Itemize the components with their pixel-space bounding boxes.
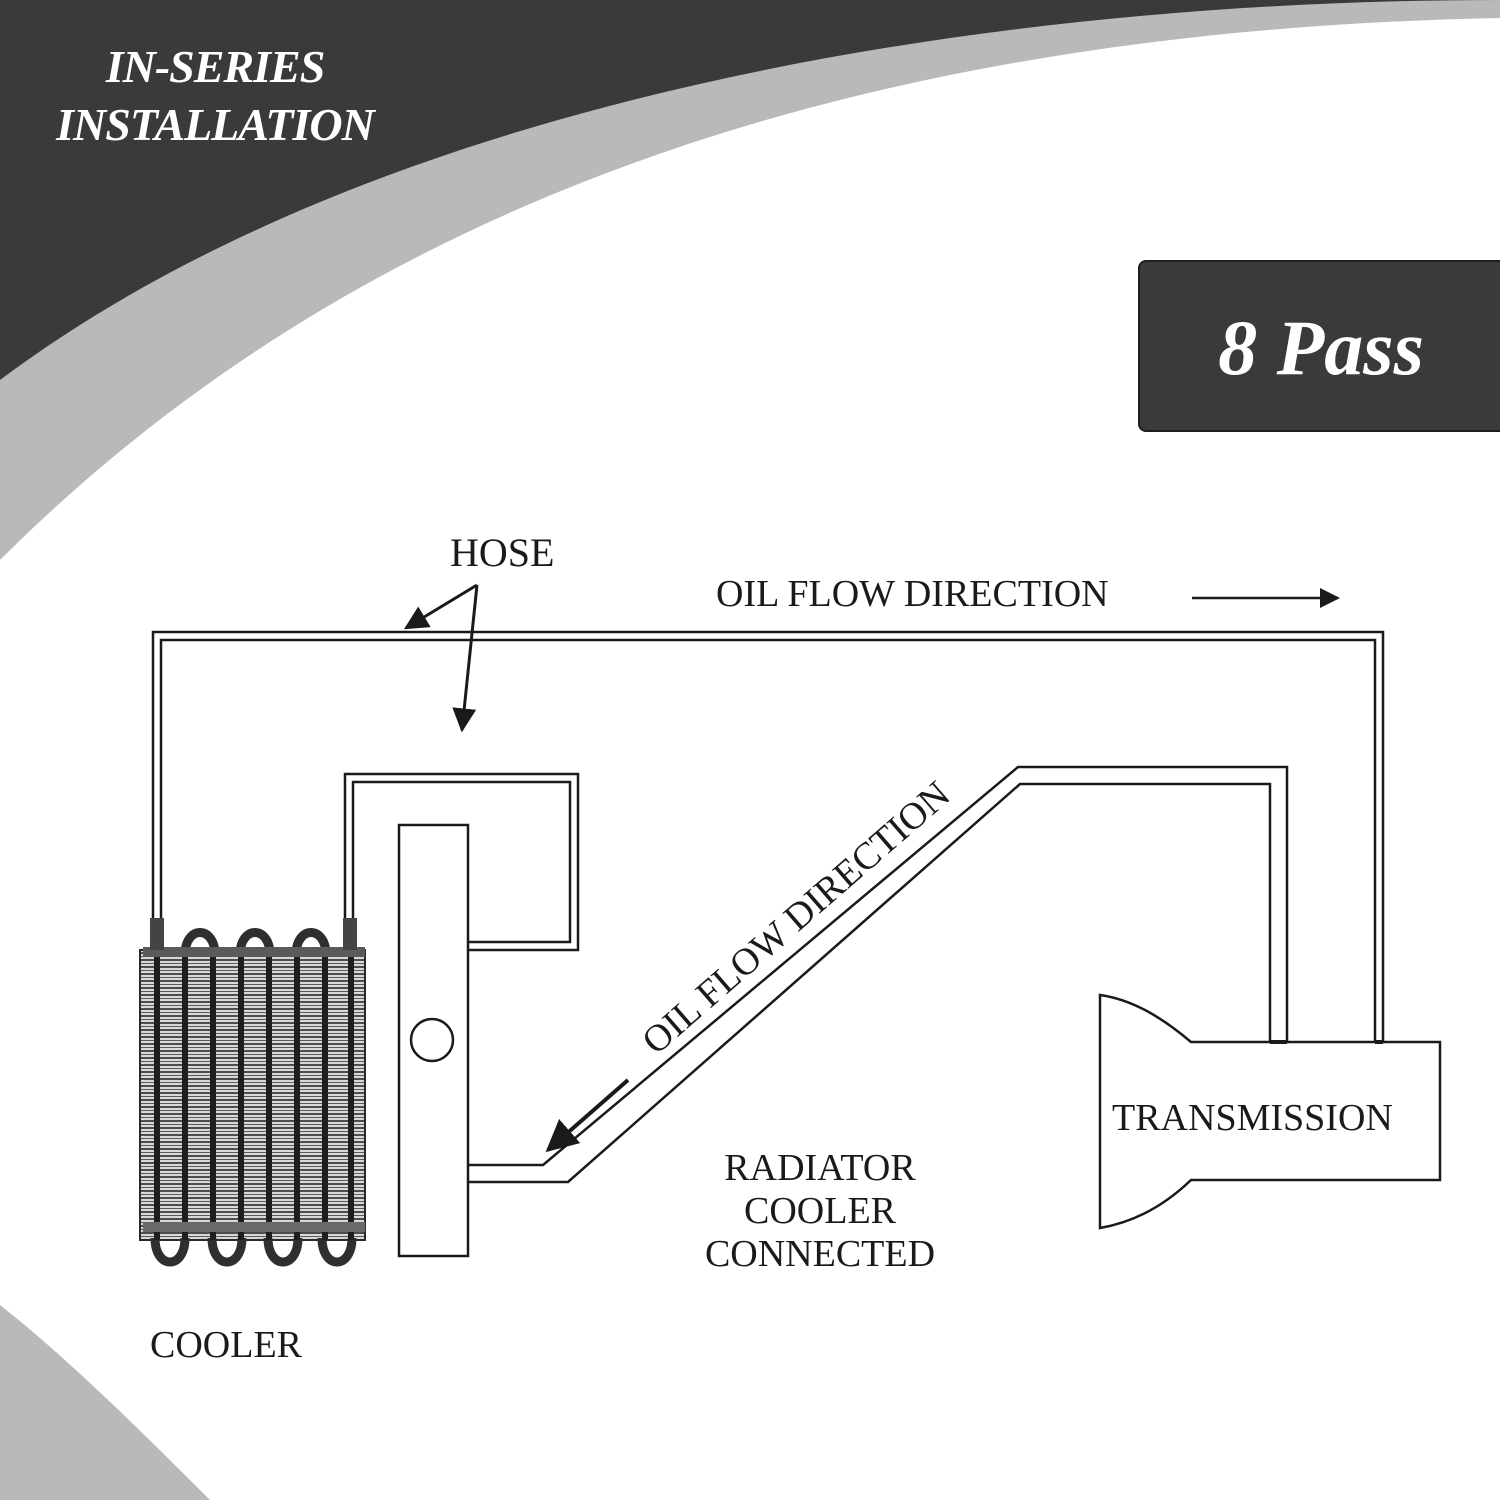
dark-gray-band	[0, 0, 1500, 380]
pass-count-label: 8 Pass	[1218, 304, 1424, 391]
cooler-tube-bend-top-2	[235, 928, 275, 956]
top-hose-inner	[159, 638, 1377, 1042]
radiator-label-line-1: RADIATOR	[724, 1147, 916, 1189]
bottom-left-swoosh	[0, 1305, 210, 1500]
hose-arrow-down	[452, 584, 479, 733]
cooler-top-bracket	[143, 947, 365, 957]
title-line-2: INSTALLATION	[56, 99, 375, 150]
transmission-label: TRANSMISSION	[1112, 1097, 1393, 1139]
cooler-label: COOLER	[150, 1324, 302, 1366]
flow-arrow-diagonal	[545, 1078, 630, 1153]
radiator-label: RADIATOR COOLER CONNECTED	[660, 1147, 980, 1276]
return-hose-inner	[469, 782, 1272, 1184]
return-hose-outer	[469, 765, 1289, 1167]
cooler-fitting-right	[343, 918, 357, 950]
cooler-tube-bend-bottom-2	[207, 1237, 247, 1267]
cooler-tube-bend-bottom-1	[150, 1237, 190, 1267]
oil-flow-top-label: OIL FLOW DIRECTION	[716, 573, 1109, 615]
radiator-cap	[409, 1017, 455, 1063]
radiator-label-line-3: CONNECTED	[704, 1233, 936, 1275]
cooler-tube-bend-top-3	[291, 928, 331, 956]
radiator-hose-outer	[343, 772, 580, 952]
title-line-1: IN-SERIES	[105, 41, 326, 92]
hose-label: HOSE	[450, 530, 555, 575]
cooler-tube-bend-bottom-3	[263, 1237, 303, 1267]
radiator-hose-inner	[351, 780, 572, 944]
hose-arrow-left	[403, 583, 478, 630]
cooler-unit	[139, 918, 366, 1267]
cooler-fitting-left	[150, 918, 164, 950]
cooler-tube-bend-top-1	[180, 928, 220, 956]
pass-count-badge: 8 Pass	[1138, 260, 1500, 432]
cooler-bottom-bracket	[143, 1222, 365, 1232]
top-hose-outer	[151, 630, 1385, 1042]
installation-title: IN-SERIES INSTALLATION	[0, 38, 430, 154]
cooler-tube-bend-bottom-4	[317, 1237, 357, 1267]
cooler-fins	[139, 949, 366, 1241]
radiator-label-line-2: COOLER	[744, 1190, 896, 1232]
transmission-body	[1098, 993, 1442, 1230]
